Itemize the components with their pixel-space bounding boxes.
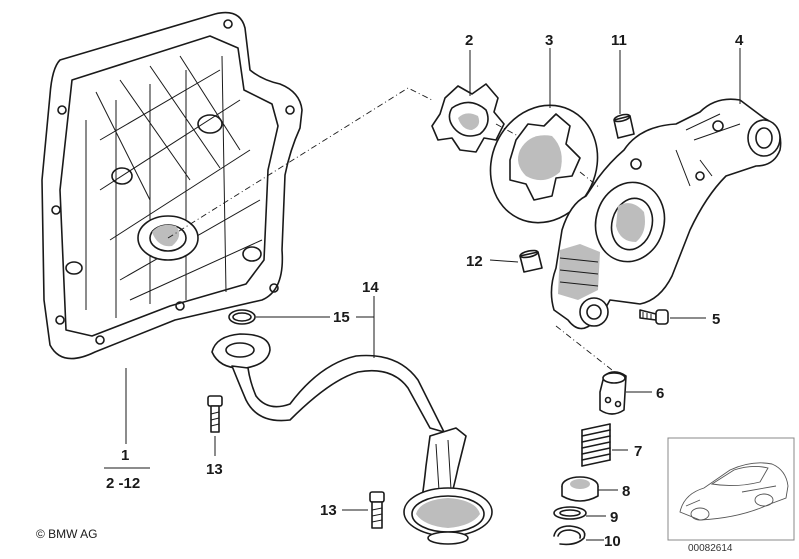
callout-15: 15 — [333, 309, 350, 326]
dowel-sleeve-11[interactable] — [613, 113, 635, 139]
callout-2: 2 — [465, 32, 473, 49]
callout-6: 6 — [656, 385, 664, 402]
callout-1-range: 2 -12 — [106, 475, 140, 492]
callout-13-left: 13 — [206, 461, 223, 478]
bolt-5[interactable] — [639, 309, 669, 325]
copyright-notice: © BMW AG — [36, 527, 98, 541]
circlip-10[interactable] — [553, 525, 586, 546]
oil-pump-inner-rotor[interactable] — [431, 83, 505, 153]
seal-ring-9[interactable] — [553, 506, 587, 520]
assembly-axis-lines — [167, 87, 613, 371]
callout-leaders — [104, 48, 741, 541]
callout-11: 11 — [611, 32, 627, 49]
diagram-id: 00082614 — [688, 543, 733, 554]
bolt-13b[interactable] — [369, 491, 385, 529]
oil-suction-pipe-14[interactable] — [211, 333, 493, 545]
o-ring-15[interactable] — [228, 309, 256, 325]
screw-plug-8[interactable] — [561, 476, 599, 502]
callout-3: 3 — [545, 32, 553, 49]
oil-pump-housing[interactable] — [550, 98, 782, 330]
dowel-sleeve-12[interactable] — [519, 249, 543, 273]
timing-cover-housing[interactable] — [41, 11, 303, 360]
callout-8: 8 — [622, 483, 630, 500]
oil-pump-outer-rotor[interactable] — [472, 88, 617, 241]
callout-10: 10 — [604, 533, 621, 550]
callout-13-bottom: 13 — [320, 502, 337, 519]
callout-5: 5 — [712, 311, 720, 328]
callout-labels: 1 2 -12 2 3 11 4 12 14 15 5 6 7 8 9 10 1… — [106, 32, 744, 550]
compression-spring-7[interactable] — [581, 423, 611, 467]
pressure-relief-piston-6[interactable] — [599, 371, 627, 415]
callout-14: 14 — [362, 279, 379, 296]
callout-7: 7 — [634, 443, 642, 460]
callout-9: 9 — [610, 509, 618, 526]
bolt-13a[interactable] — [207, 395, 223, 433]
callout-4: 4 — [735, 32, 744, 49]
vehicle-thumbnail — [667, 437, 795, 541]
callout-1: 1 — [121, 447, 129, 464]
callout-12: 12 — [466, 253, 483, 270]
